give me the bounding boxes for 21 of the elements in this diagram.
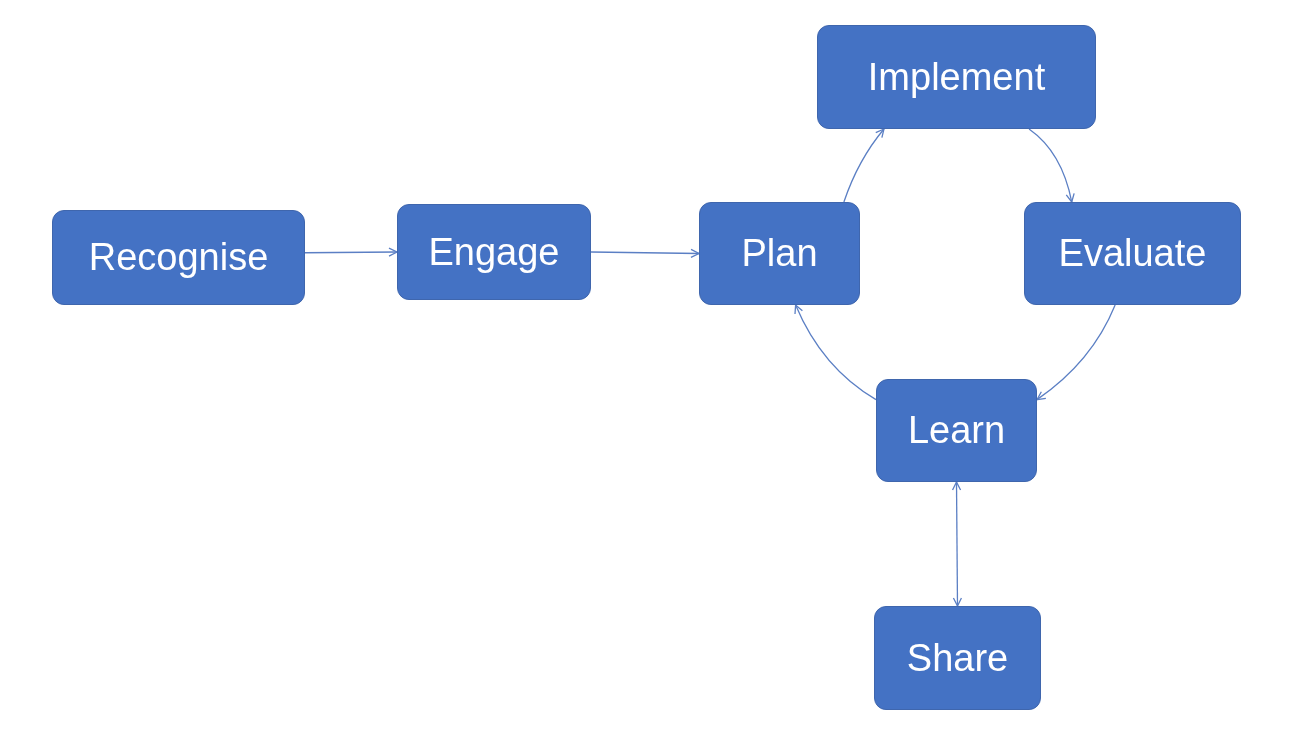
process-box xyxy=(817,25,1096,129)
process-box xyxy=(876,379,1037,482)
box-label: Engage xyxy=(428,230,560,274)
arrow xyxy=(1036,304,1116,401)
arrow xyxy=(590,248,700,259)
arrow xyxy=(951,481,963,607)
process-box xyxy=(874,606,1041,710)
box-label: Evaluate xyxy=(1058,232,1207,275)
box-label: Share xyxy=(906,636,1009,680)
arrow xyxy=(1028,128,1075,203)
process-box xyxy=(52,210,305,305)
arrow xyxy=(843,128,885,203)
process-box xyxy=(1024,202,1241,305)
arrow xyxy=(304,247,398,257)
box-label: Plan xyxy=(741,232,818,275)
process-box xyxy=(397,204,591,300)
box-label: Learn xyxy=(907,409,1006,452)
process-box xyxy=(699,202,860,305)
box-label: Implement xyxy=(867,55,1046,99)
arrow xyxy=(794,304,877,401)
box-label: Recognise xyxy=(88,236,269,279)
